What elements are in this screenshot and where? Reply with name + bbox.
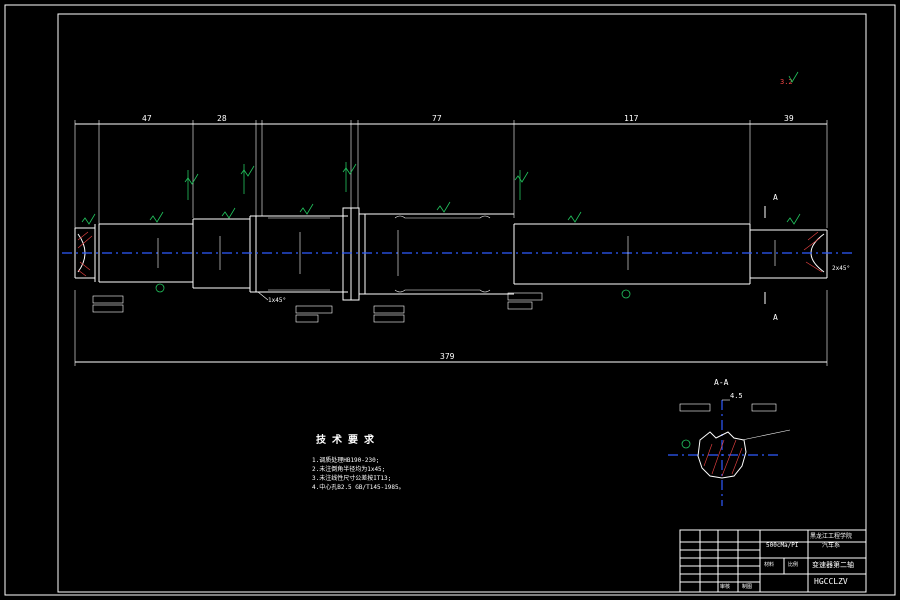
dim-28: 28	[217, 114, 227, 123]
title-block	[679, 529, 867, 593]
left-center-hole	[77, 231, 93, 277]
chamfer-label-right: 2x45°	[832, 265, 850, 272]
tech-item-2: 2.未注倒角半径均为1x45;	[312, 465, 385, 473]
dim-47: 47	[142, 114, 152, 123]
dim-77: 77	[432, 114, 442, 123]
title-university: 黑龙江工程学院	[810, 532, 852, 540]
title-label-scale: 比例	[788, 561, 798, 568]
tech-item-3: 3.未注线性尺寸公差按IT13;	[312, 474, 391, 482]
roughness-symbol-general: 3.2	[780, 71, 799, 86]
chamfer-leader	[257, 291, 269, 301]
dim-117: 117	[624, 114, 639, 123]
section-view-title: A-A	[714, 378, 729, 387]
tech-item-1: 1.调质处理HB190-230;	[312, 456, 379, 464]
title-drawing-no: HGCCLZV	[814, 577, 848, 586]
dim-keyway: 4.5	[730, 392, 743, 400]
outer-frame	[4, 4, 896, 596]
title-part-name: 变速器第二轴	[812, 560, 854, 569]
title-label-drawn: 制图	[742, 583, 752, 590]
tech-item-4: 4.中心孔B2.5 GB/T145-1985。	[312, 483, 405, 491]
shaft-outline	[74, 207, 828, 301]
chamfer-label: 1x45°	[268, 297, 286, 304]
diameter-marks	[157, 230, 776, 276]
dim-39: 39	[784, 114, 794, 123]
surface-roughness-marks	[81, 163, 801, 225]
section-letter-bottom: A	[773, 313, 778, 322]
right-center-hole	[803, 231, 825, 273]
title-dept: 汽车系	[822, 541, 840, 549]
section-letter-top: A	[773, 193, 778, 202]
title-label-checked: 审核	[720, 583, 730, 590]
extension-lines	[74, 120, 828, 366]
section-view-a-a	[668, 399, 791, 506]
svg-text:3.2: 3.2	[780, 78, 793, 86]
tech-requirements-title: 技 术 要 求	[316, 433, 375, 446]
title-scale-text: 500cMa/PI	[766, 542, 799, 549]
title-label-material: 材料	[764, 561, 774, 568]
datum-markers	[155, 283, 631, 299]
inner-frame	[57, 13, 867, 593]
green-leader-ticks	[187, 162, 521, 200]
tolerance-frames	[92, 292, 543, 323]
dim-379: 379	[440, 352, 455, 361]
